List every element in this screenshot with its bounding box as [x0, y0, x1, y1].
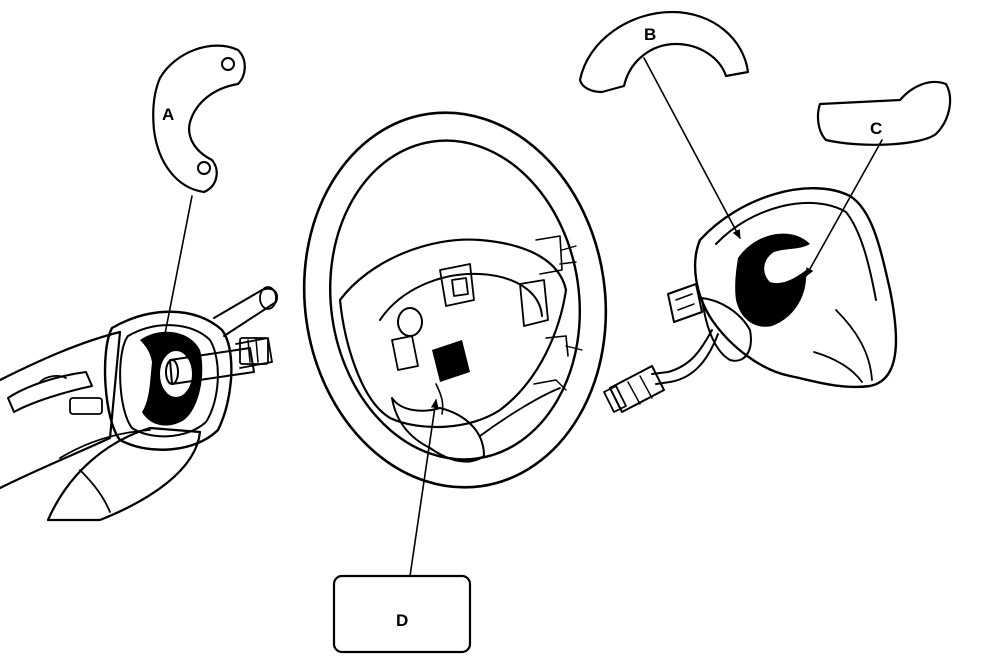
- part-b-cover: [578, 10, 750, 94]
- part-a-cover: [152, 44, 246, 194]
- label-b: B: [644, 25, 656, 44]
- leader-line-d: [409, 399, 439, 577]
- steering-column: [0, 286, 278, 522]
- leader-line-b: [643, 57, 741, 239]
- airbag-module: [603, 187, 898, 413]
- part-c-cover: [816, 80, 952, 146]
- label-c: C: [870, 119, 882, 138]
- label-a: A: [162, 105, 174, 124]
- steering-wheel: [302, 111, 608, 489]
- label-d: D: [396, 611, 408, 630]
- leader-line-c: [805, 139, 883, 277]
- label-d-box: [332, 574, 472, 654]
